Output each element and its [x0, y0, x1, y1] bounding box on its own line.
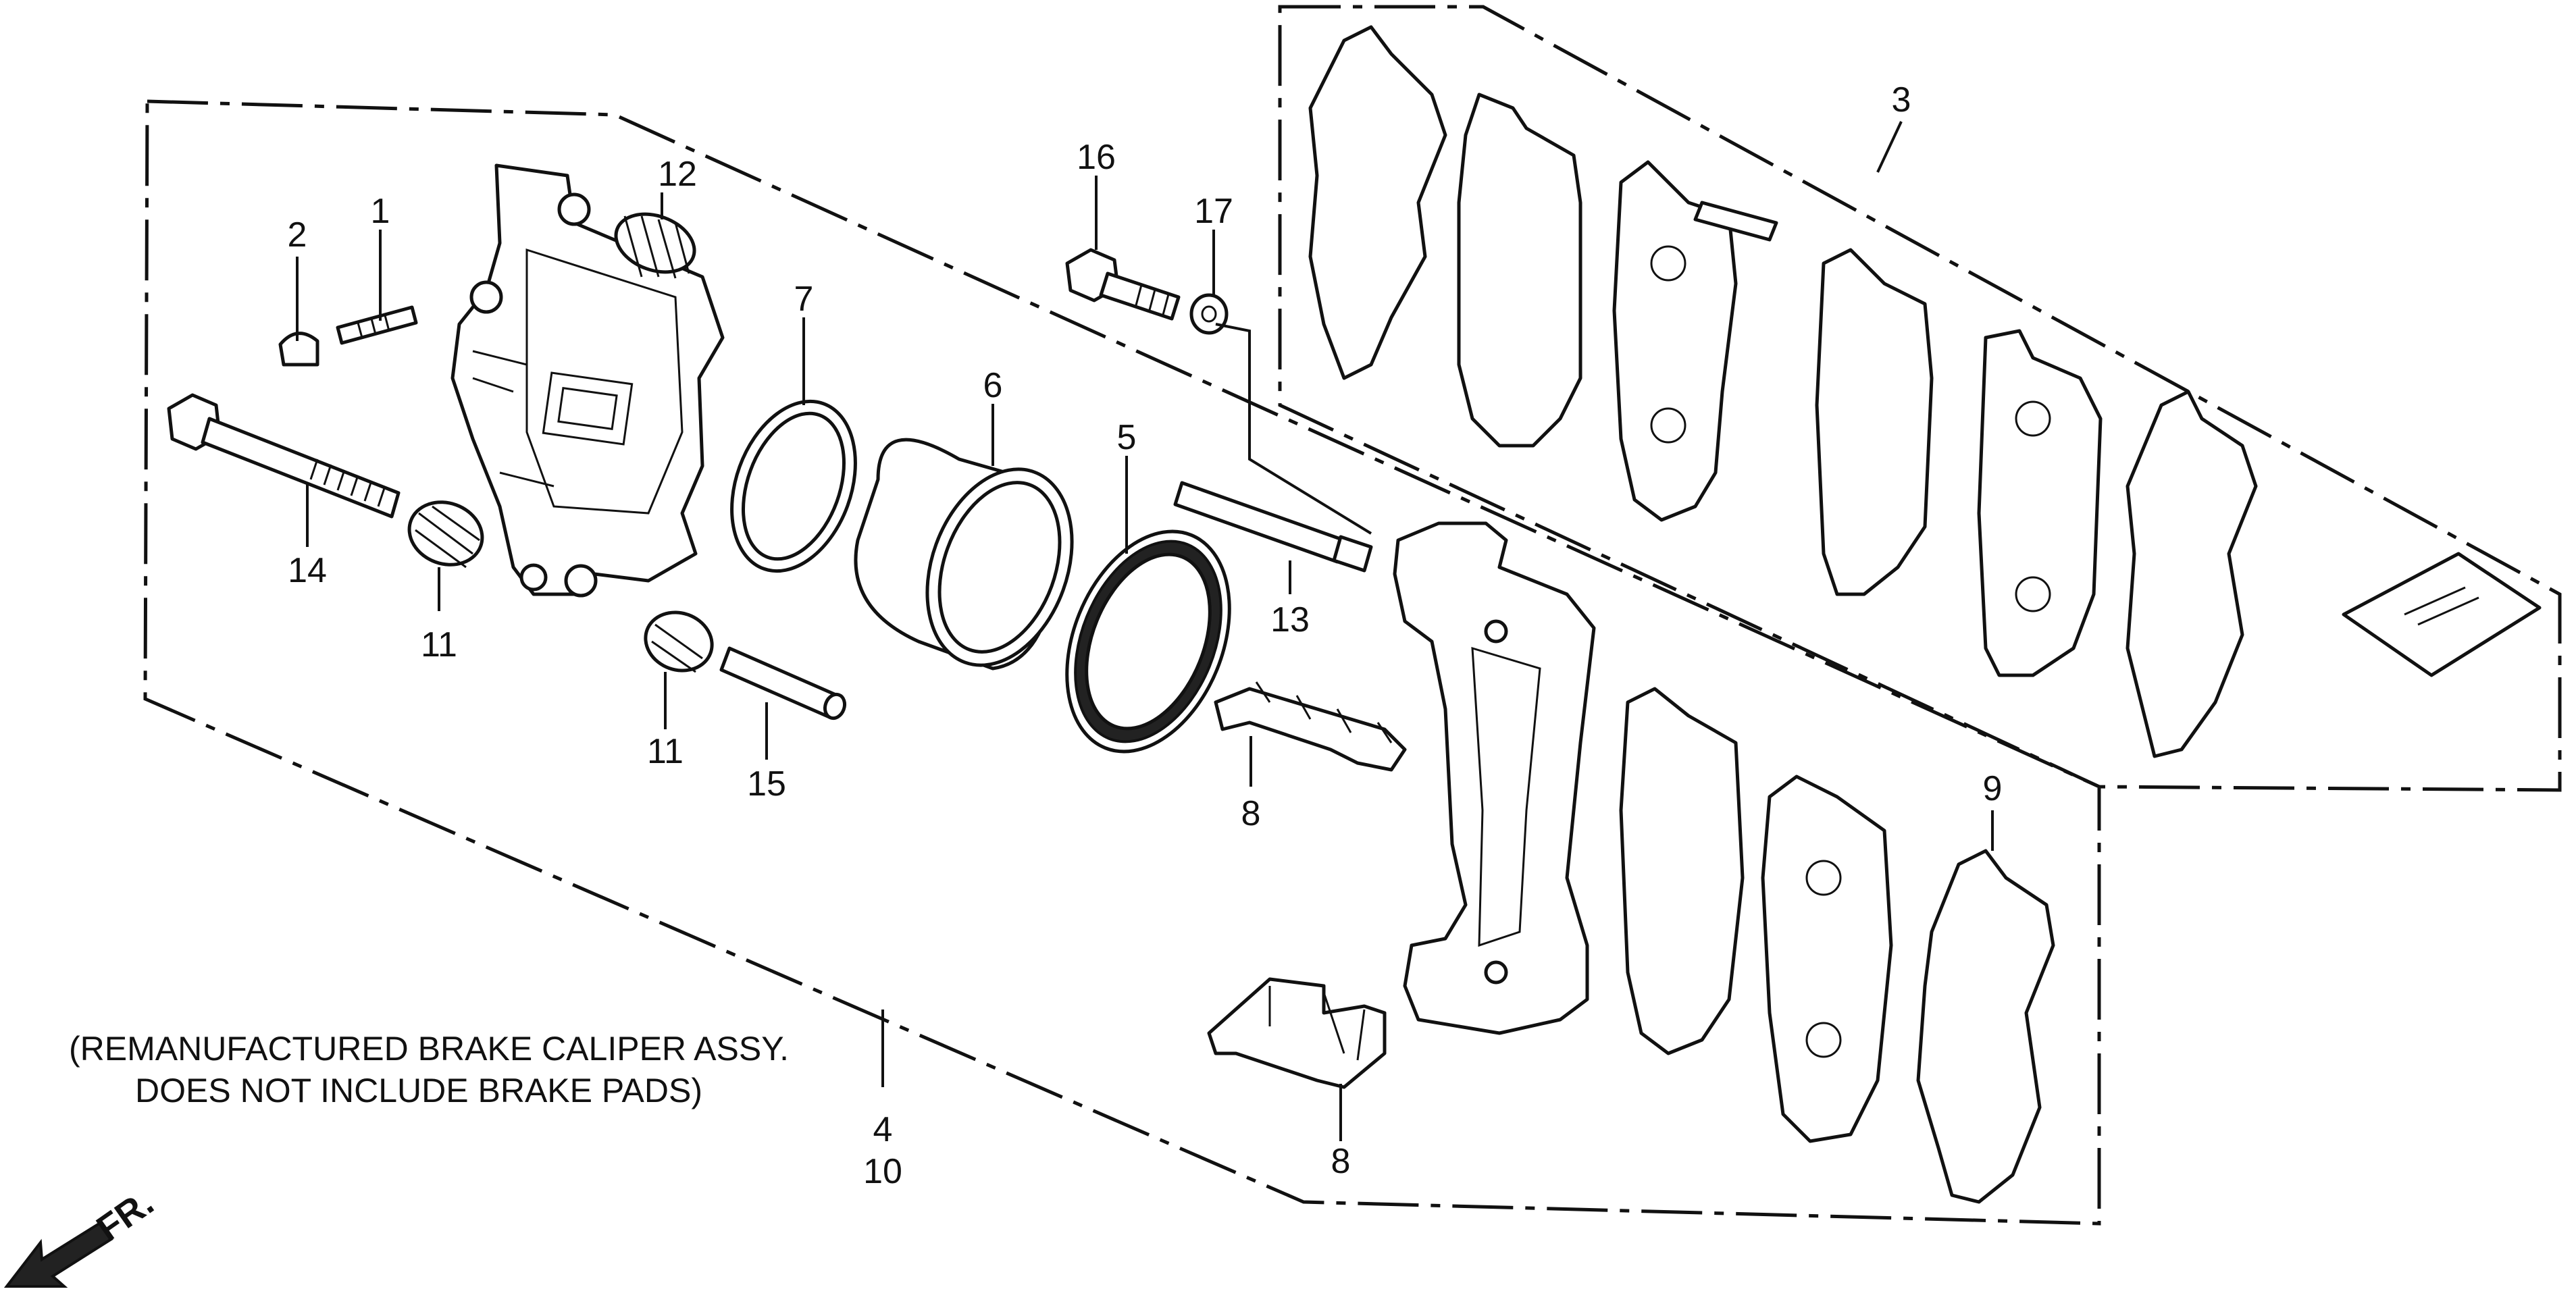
callout-11-lower: 11: [647, 732, 684, 771]
pad-3b: [1457, 93, 1582, 448]
callout-13: 13: [1270, 600, 1310, 639]
leader-lines: [296, 121, 1994, 1141]
part-7-piston-seal: [730, 399, 857, 573]
callout-3: 3: [1892, 80, 1911, 120]
front-arrow-icon: [3, 1220, 113, 1288]
callout-14: 14: [288, 551, 327, 590]
part-12-spring: [614, 212, 696, 279]
pad-shim-3f: [2126, 390, 2258, 758]
part-15-guide-pin: [719, 646, 847, 720]
pad-9a: [1619, 687, 1745, 1055]
part-8-pad-retainer-lower: [1207, 977, 1387, 1089]
note-line-2: DOES NOT INCLUDE BRAKE PADS): [135, 1072, 702, 1109]
part-1-bleeder-screw: [336, 305, 418, 345]
pad-9b: [1761, 775, 1893, 1143]
callout-9: 9: [1983, 769, 2003, 808]
part-3-pad-set: [1308, 25, 2542, 758]
callout-2: 2: [288, 215, 307, 255]
part-5-dust-boot: [1065, 529, 1231, 754]
part-16-bolt: [1065, 248, 1181, 321]
part-9-pad-set: [1619, 687, 2055, 1204]
caliper-bracket: [1393, 521, 1596, 1035]
part-11-boot-upper: [407, 500, 484, 569]
pad-3e: [1977, 329, 2103, 677]
callout-8-upper: 8: [1241, 794, 1261, 833]
pad-3c: [1612, 160, 1738, 522]
callout-12: 12: [658, 155, 697, 194]
pad-set-boundary: [1278, 5, 2562, 792]
callout-5: 5: [1117, 418, 1137, 457]
pad-shim-3a: [1308, 25, 1447, 380]
part-2-bleeder-cap: [278, 332, 319, 367]
callout-6: 6: [983, 366, 1003, 405]
callout-10: 10: [863, 1152, 902, 1191]
pad-3d: [1815, 248, 1934, 596]
callout-4: 4: [873, 1110, 893, 1149]
part-14-guide-bolt: [167, 393, 401, 519]
front-direction-indicator: FR.: [3, 1182, 161, 1288]
part-6-piston: [854, 438, 1074, 671]
part-11-boot-lower: [644, 610, 714, 673]
callout-1: 1: [371, 192, 390, 231]
callout-11-upper: 11: [421, 625, 457, 664]
callout-17: 17: [1194, 192, 1233, 231]
caliper-assembly-boundary: [143, 99, 2101, 1226]
part-17-washer: [1189, 293, 1229, 335]
part-8-pad-retainer-upper: [1214, 681, 1407, 772]
note-line-1: (REMANUFACTURED BRAKE CALIPER ASSY.: [69, 1030, 789, 1068]
pad-shim-9c: [1916, 849, 2055, 1204]
callout-8-lower: 8: [1331, 1142, 1351, 1181]
part-13-guide-pin: [1173, 481, 1373, 573]
pad-wear-indicator: [1693, 201, 1778, 242]
callout-16: 16: [1077, 138, 1116, 177]
callout-7: 7: [794, 280, 814, 319]
callout-15: 15: [747, 764, 786, 804]
